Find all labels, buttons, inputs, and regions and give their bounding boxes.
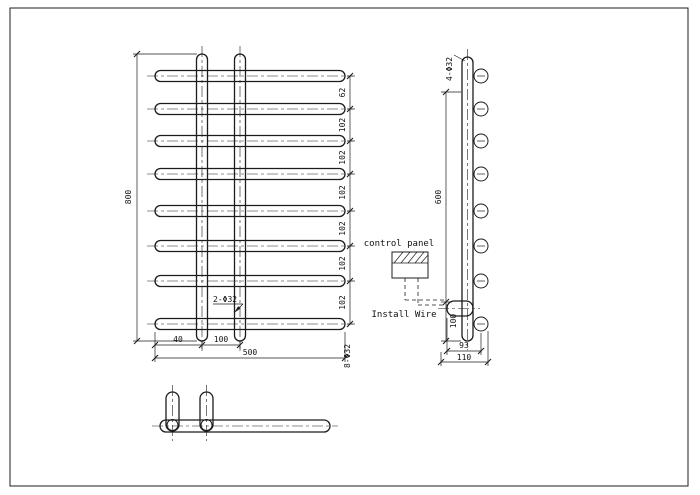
dim-label-110: 110 xyxy=(457,353,472,362)
control-panel-box xyxy=(391,251,429,279)
dim-label-500: 500 xyxy=(243,348,258,357)
control-panel: control panel xyxy=(364,239,434,279)
label-2-phi32-leader: 2-Φ32 xyxy=(213,295,244,313)
dimension-bottom: 40 100 500 xyxy=(151,332,349,362)
dim-label-gap-4: 102 xyxy=(338,185,347,200)
inlet-stub xyxy=(446,300,474,317)
dim-label-800: 800 xyxy=(124,190,133,205)
dim-label-gap-6: 102 xyxy=(338,256,347,271)
label-4-phi32: 4-Φ32 xyxy=(445,54,466,81)
dimension-110: 110 xyxy=(437,331,492,366)
dim-label-gap-5: 102 xyxy=(338,221,347,236)
bottom-joint-2 xyxy=(200,419,213,431)
dim-label-2-phi32: 2-Φ32 xyxy=(213,295,237,304)
dim-label-gap-2: 102 xyxy=(338,118,347,133)
dim-label-100-side: 100 xyxy=(449,314,458,329)
side-view: 4-Φ32 600 100 93 xyxy=(364,49,492,366)
dim-label-93: 93 xyxy=(459,341,469,350)
dim-label-4-phi32: 4-Φ32 xyxy=(445,57,454,81)
towel-bars xyxy=(154,69,346,331)
dimension-height-800: 800 xyxy=(124,50,197,345)
front-view: 800 62 102 102 102 102 102 1 xyxy=(124,46,355,368)
dim-label-gap-7: 102 xyxy=(338,295,347,310)
bottom-joint-1 xyxy=(166,419,179,431)
upright-tube xyxy=(461,56,474,342)
install-wire-label: Install Wire xyxy=(371,310,436,320)
dimension-chain-right: 62 102 102 102 102 102 102 8-Φ32 xyxy=(338,72,355,368)
dimension-93: 93 xyxy=(443,318,485,355)
dimension-600: 600 xyxy=(434,88,461,306)
leader-arrow xyxy=(234,306,241,313)
dim-label-gap-3: 102 xyxy=(338,150,347,165)
bar-end-circles xyxy=(473,68,489,332)
dim-label-100: 100 xyxy=(214,335,229,344)
drawing-border xyxy=(9,7,689,487)
dim-label-600: 600 xyxy=(434,190,443,205)
bottom-bar xyxy=(159,419,331,433)
install-wires: Install Wire xyxy=(371,278,447,320)
bottom-view xyxy=(152,385,338,441)
dim-label-40: 40 xyxy=(173,335,183,344)
control-panel-label: control panel xyxy=(364,239,434,249)
centerlines xyxy=(147,46,353,351)
dim-label-gap-1: 62 xyxy=(338,88,347,98)
